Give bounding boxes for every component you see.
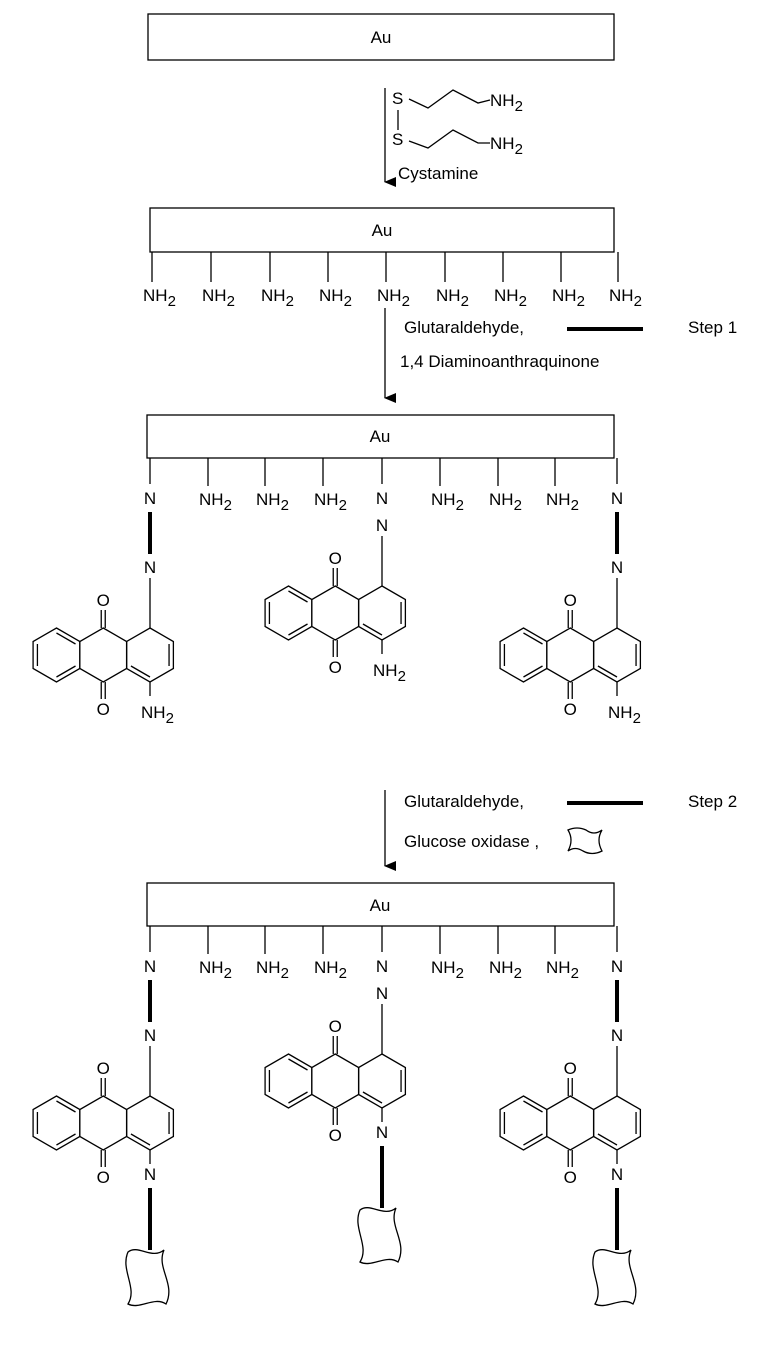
amine-group: NH2 — [256, 490, 289, 514]
carbonyl-oxygen: O — [564, 1168, 577, 1187]
imine-nitrogen: N — [144, 1165, 156, 1184]
amine-group: NH2 — [552, 286, 585, 310]
imine-nitrogen: N — [611, 558, 623, 577]
electrode-label: Au — [370, 896, 391, 915]
step-2: Glutaraldehyde, Step 2 Glucose oxidase , — [384, 790, 737, 871]
step1-label: Step 1 — [688, 318, 737, 337]
amine-group: NH2 — [256, 958, 289, 982]
amine-group: NH2 — [436, 286, 469, 310]
amine-group: NH2 — [314, 958, 347, 982]
step2-reagent-glutaraldehyde: Glutaraldehyde, — [404, 792, 524, 811]
carbonyl-oxygen: O — [564, 700, 577, 719]
cystamine-structure: S S NH2 NH2 — [392, 89, 523, 158]
enzyme-icon — [567, 827, 603, 855]
imine-nitrogen: N — [144, 1026, 156, 1045]
amine-group: NH2 — [489, 958, 522, 982]
anthraquinone-molecule: OO — [264, 1017, 407, 1145]
anthraquinone-molecule: OO — [499, 591, 642, 719]
imine-nitrogen: N — [376, 516, 388, 535]
carbonyl-oxygen: O — [564, 1059, 577, 1078]
amine-group: NH2 — [608, 703, 641, 727]
anthraquinone-molecule: OO — [32, 591, 175, 719]
carbonyl-oxygen: O — [329, 658, 342, 677]
amine-group: NH2 — [377, 286, 410, 310]
step1-reagent-glutaraldehyde: Glutaraldehyde, — [404, 318, 524, 337]
carbonyl-oxygen: O — [97, 591, 110, 610]
anthraquinone-molecule: OO — [32, 1059, 175, 1187]
imine-nitrogen: N — [144, 957, 156, 976]
amine-group: NH2 — [490, 134, 523, 158]
carbonyl-oxygen: O — [564, 591, 577, 610]
carbonyl-oxygen: O — [329, 1017, 342, 1036]
amine-group: NH2 — [314, 490, 347, 514]
electrode-label: Au — [371, 28, 392, 47]
imine-nitrogen: N — [611, 1165, 623, 1184]
imine-nitrogen: N — [144, 558, 156, 577]
amine-group: NH2 — [199, 958, 232, 982]
imine-nitrogen: N — [376, 489, 388, 508]
glucose-oxidase-icon — [125, 1249, 170, 1307]
step1-reagent-diaminoanthraquinone: 1,4 Diaminoanthraquinone — [400, 352, 599, 371]
glucose-oxidase-icon — [592, 1249, 637, 1307]
amine-group: NH2 — [143, 286, 176, 310]
electrode-label: Au — [370, 427, 391, 446]
carbonyl-oxygen: O — [329, 549, 342, 568]
imine-nitrogen: N — [376, 957, 388, 976]
cystamine-label: Cystamine — [398, 164, 478, 183]
carbonyl-oxygen: O — [97, 700, 110, 719]
cystamine-step: S S NH2 NH2 Cystamine — [384, 88, 523, 187]
step-1: Glutaraldehyde, Step 1 1,4 Diaminoanthra… — [384, 308, 737, 403]
amine-group: NH2 — [546, 490, 579, 514]
amine-layer: NH2 NH2 NH2 NH2 NH2 NH2 NH2 NH2 NH2 — [143, 252, 642, 310]
imine-nitrogen: N — [611, 1026, 623, 1045]
imine-nitrogen: N — [611, 489, 623, 508]
amine-group: NH2 — [546, 958, 579, 982]
amine-group: NH2 — [141, 703, 174, 727]
sulfur-atom: S — [392, 130, 403, 149]
amine-group: NH2 — [431, 490, 464, 514]
step2-reagent-glucose-oxidase: Glucose oxidase , — [404, 832, 539, 851]
amine-group: NH2 — [199, 490, 232, 514]
amine-group: NH2 — [319, 286, 352, 310]
anthraquinone-molecule: OO — [264, 549, 407, 677]
imine-nitrogen: N — [611, 957, 623, 976]
carbonyl-oxygen: O — [329, 1126, 342, 1145]
amine-group: NH2 — [202, 286, 235, 310]
step2-label: Step 2 — [688, 792, 737, 811]
anthraquinone-molecule: OO — [499, 1059, 642, 1187]
gold-electrode-bare: Au — [147, 13, 615, 61]
amine-group: NH2 — [609, 286, 642, 310]
sulfur-atom: S — [392, 89, 403, 108]
amine-group: NH2 — [261, 286, 294, 310]
amine-group: NH2 — [494, 286, 527, 310]
amine-group: NH2 — [431, 958, 464, 982]
amine-group: NH2 — [373, 661, 406, 685]
glucose-oxidase-icon — [357, 1207, 402, 1265]
carbonyl-oxygen: O — [97, 1059, 110, 1078]
imine-nitrogen: N — [376, 984, 388, 1003]
imine-nitrogen: N — [144, 489, 156, 508]
carbonyl-oxygen: O — [97, 1168, 110, 1187]
gold-electrode-amine: Au NH2 NH2 NH2 NH2 NH2 NH2 NH2 NH2 NH2 — [143, 207, 642, 310]
amine-group: NH2 — [490, 91, 523, 115]
imine-nitrogen: N — [376, 1123, 388, 1142]
amine-group: NH2 — [489, 490, 522, 514]
electrode-label: Au — [372, 221, 393, 240]
